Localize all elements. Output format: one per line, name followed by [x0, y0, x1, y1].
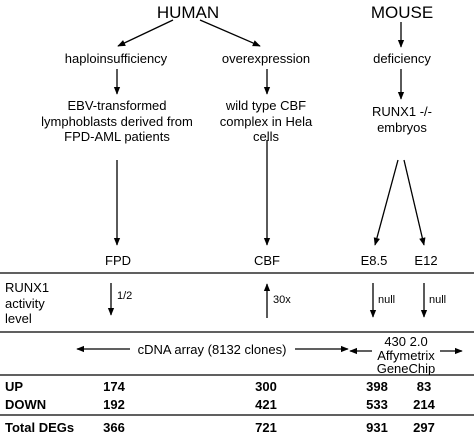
cell-total-e12: 297 [413, 420, 435, 435]
condition-e12: E12 [414, 253, 438, 268]
header-human: HUMAN [156, 3, 220, 22]
activity-value-e85: null [378, 294, 396, 306]
row-label-up: UP [5, 379, 24, 394]
activity-value-fpd: 1/2 [117, 290, 133, 302]
condition-fpd: FPD [105, 253, 131, 268]
cell-total-fpd: 366 [103, 420, 125, 435]
cell-down-e85: 533 [366, 397, 388, 412]
platform-affymetrix: 430 2.0 Affymetrix GeneChip [376, 334, 436, 376]
arrow-runx1-to-e12 [403, 159, 426, 246]
label-overexpression: overexpression [221, 51, 311, 66]
row-label-total-degs: Total DEGs [5, 420, 75, 435]
cell-down-fpd: 192 [103, 397, 125, 412]
header-mouse: MOUSE [370, 3, 434, 22]
activity-value-cbf: 30x [273, 294, 291, 306]
label-deficiency: deficiency [373, 51, 431, 66]
cell-down-cbf: 421 [255, 397, 277, 412]
source-ebv-lymphoblasts: EBV-transformed lymphoblasts derived fro… [41, 98, 193, 144]
cell-total-e85: 931 [366, 420, 388, 435]
condition-cbf: CBF [254, 253, 280, 268]
source-cbf-complex: wild type CBF complex in Hela cells [219, 98, 313, 144]
cell-up-e12: 83 [416, 379, 432, 394]
platform-cdna-array: cDNA array (8132 clones) [137, 342, 287, 357]
source-runx1-embryos: RUNX1 -/- embryos [372, 104, 432, 135]
row-label-down: DOWN [5, 397, 47, 412]
condition-e8-5: E8.5 [360, 253, 388, 268]
cell-up-e85: 398 [366, 379, 388, 394]
arrow-runx1-to-e85 [373, 159, 399, 246]
activity-level-label: RUNX1 activity level [5, 280, 50, 326]
cell-total-cbf: 721 [255, 420, 277, 435]
activity-value-e12: null [429, 294, 447, 306]
cell-down-e12: 214 [413, 397, 435, 412]
cell-up-cbf: 300 [255, 379, 277, 394]
cell-up-fpd: 174 [103, 379, 125, 394]
label-haploinsufficiency: haploinsufficiency [64, 51, 168, 66]
arrow-human-to-haplo [117, 19, 174, 47]
arrow-human-to-over [199, 19, 261, 47]
